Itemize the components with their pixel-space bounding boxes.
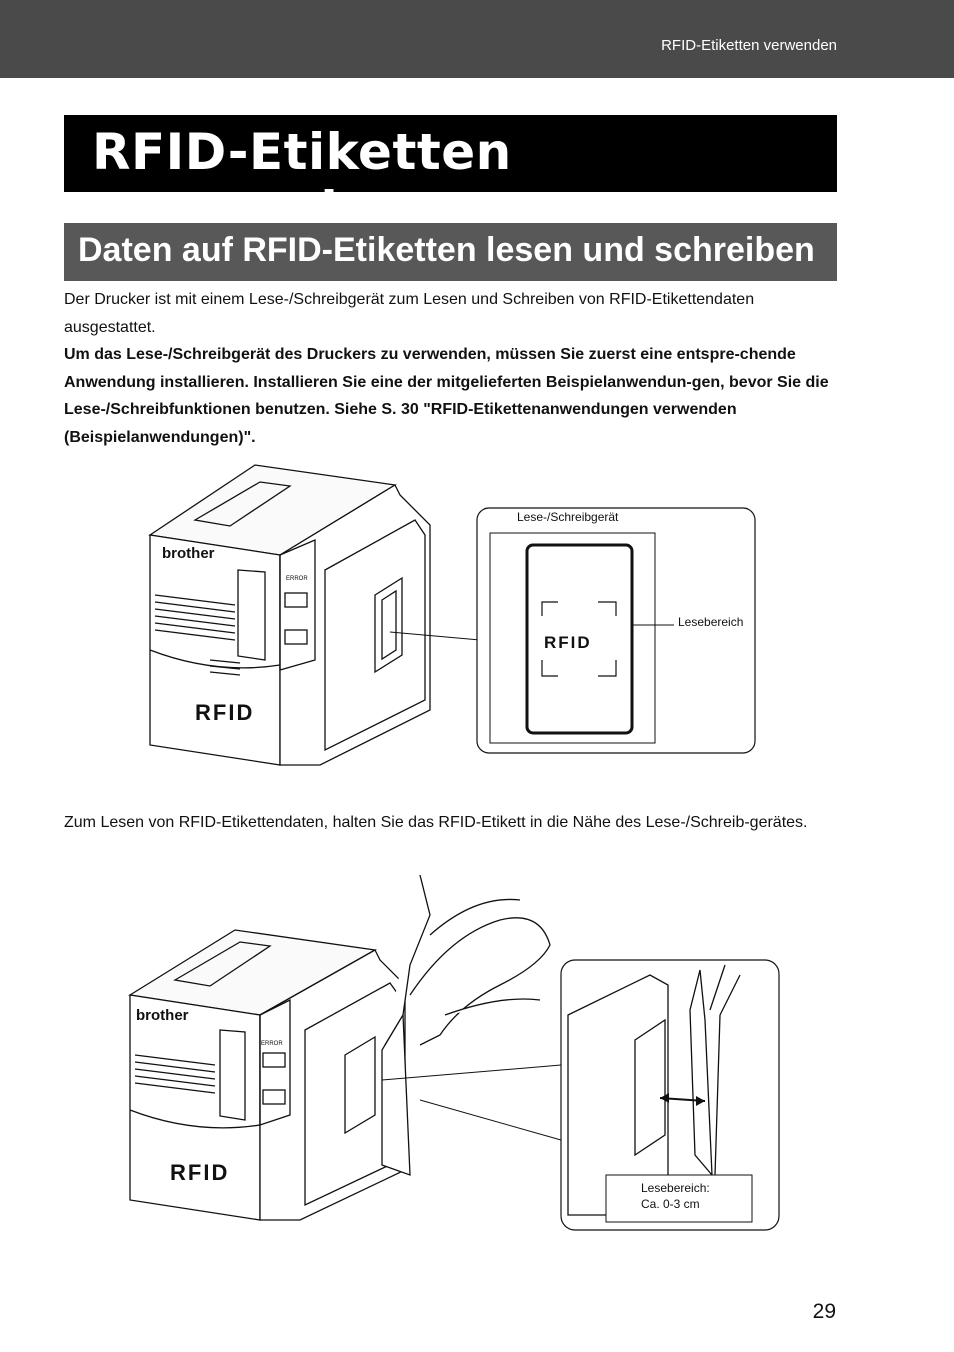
hand-illustration: [381, 875, 551, 1176]
notice-paragraph: Um das Lese-/Schreibgerät des Druckers z…: [64, 346, 829, 446]
range-label-line2: Ca. 0-3 cm: [641, 1197, 700, 1211]
chapter-title: RFID-Etiketten verwenden: [92, 123, 512, 239]
printer-error-label-2: ERROR: [261, 1041, 283, 1047]
header-bar: RFID-Etiketten verwenden: [0, 0, 954, 78]
reader-housing: [489, 532, 656, 744]
reader-panel: [525, 543, 634, 735]
zoom-leader-top: [381, 1064, 562, 1081]
page-number: 29: [812, 1300, 836, 1323]
range-arrow-head-right: [696, 1096, 705, 1106]
reader-callout-label: Lese-/Schreibgerät: [517, 510, 619, 524]
leader-line: [389, 631, 481, 641]
range-callout-box: [560, 959, 780, 1231]
tag-reading-figure: Lesebereich: Ca. 0-3 cm brother ERROR RF…: [128, 875, 780, 1231]
printer-illustration: [148, 464, 431, 766]
running-title: RFID-Etiketten verwenden: [661, 37, 837, 54]
intro-paragraph: Der Drucker ist mit einem Lese-/Schreibg…: [64, 291, 755, 336]
printer-error-label: ERROR: [286, 576, 308, 582]
section-title-box: Daten auf RFID-Etiketten lesen und schre…: [64, 223, 837, 281]
instruction-paragraph: Zum Lesen von RFID-Etikettendaten, halte…: [64, 814, 808, 831]
printer-brand: brother: [162, 545, 215, 562]
range-arrow-head-left: [660, 1093, 669, 1103]
section-title: Daten auf RFID-Etiketten lesen und schre…: [78, 231, 815, 269]
chapter-title-box: RFID-Etiketten verwenden: [64, 115, 837, 239]
range-label-box: [605, 1174, 753, 1223]
reading-area-label: Lesebereich: [678, 615, 743, 629]
printer-rfid-logo-2: RFID: [170, 1160, 229, 1185]
printer-reader-figure: brother ERROR RFID Lese-/Schreibgerät RF…: [148, 464, 756, 766]
printer-illustration-2: [128, 929, 406, 1221]
printer-rfid-logo: RFID: [195, 700, 254, 725]
reading-area-corners: [541, 601, 617, 677]
printer-brand-2: brother: [136, 1007, 189, 1024]
zoom-leader-bottom: [419, 1099, 562, 1141]
range-label-line1: Lesebereich:: [641, 1181, 710, 1195]
reader-rfid-logo: RFID: [544, 633, 592, 652]
